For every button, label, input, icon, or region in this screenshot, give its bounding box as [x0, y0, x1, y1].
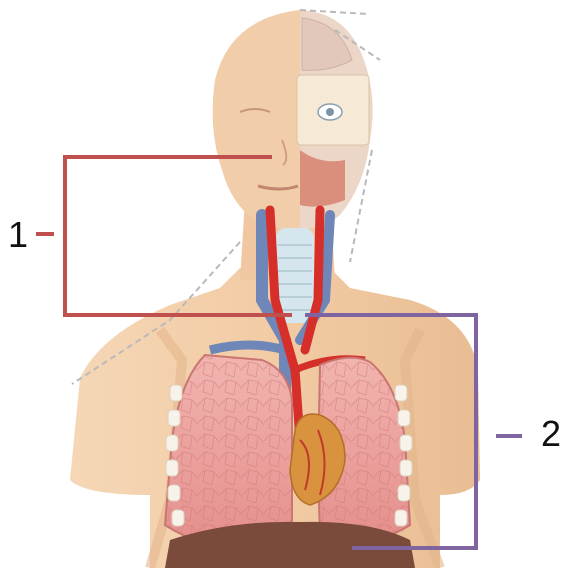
callout-2-label: 2	[541, 416, 561, 452]
callout-1-label: 1	[8, 217, 28, 253]
head	[213, 10, 373, 229]
face-skin	[213, 10, 300, 229]
lungs	[165, 355, 410, 548]
